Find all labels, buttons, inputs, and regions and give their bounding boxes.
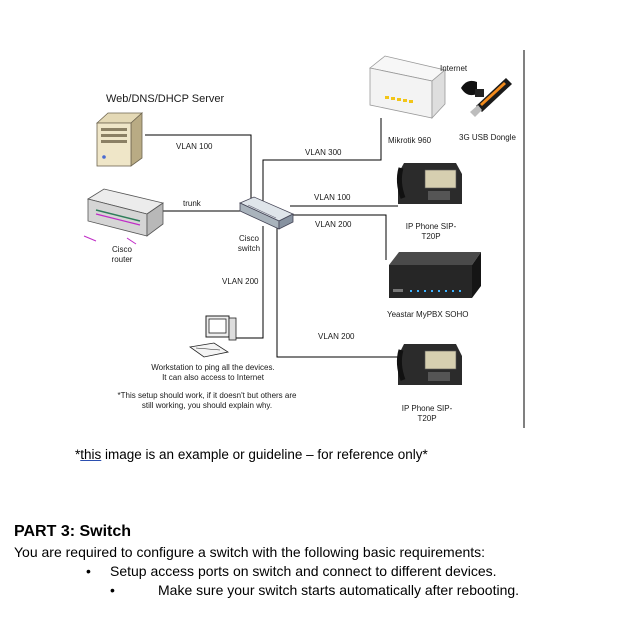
server-link xyxy=(145,134,252,203)
ip-phone-2-icon xyxy=(396,344,462,385)
usb-dongle-icon xyxy=(461,78,512,117)
trunk-label: trunk xyxy=(183,199,201,208)
workstation-label-2: It can also access to Internet xyxy=(162,373,264,382)
bullet-text-2: Make sure your switch starts automatical… xyxy=(158,582,520,598)
mikrotik-label: Mikrotik 960 xyxy=(388,136,432,145)
cisco-router-label-1: Cisco xyxy=(111,245,132,254)
phone2-link xyxy=(276,226,400,358)
server-icon xyxy=(95,112,144,167)
pbx-device-icon xyxy=(389,252,481,298)
bullet-item-2: • Make sure your switch starts automatica… xyxy=(110,582,519,598)
vlan100-server-label: VLAN 100 xyxy=(176,142,213,151)
vlan100-phone-label: VLAN 100 xyxy=(314,193,351,202)
vlan200-workstation-label: VLAN 200 xyxy=(222,277,259,286)
cisco-router-icon xyxy=(83,188,164,245)
phone1-label-1: IP Phone SIP- xyxy=(405,222,457,231)
bullet-dot-icon: • xyxy=(86,563,91,579)
workstation-icon xyxy=(188,315,237,358)
cisco-router-label-2: router xyxy=(111,255,133,264)
network-diagram xyxy=(83,50,525,428)
workstation-label-1: Workstation to ping all the devices. xyxy=(151,363,275,372)
mikrotik-link xyxy=(262,118,382,203)
bullet-dot-icon: • xyxy=(110,582,115,598)
cisco-switch-label-1: Cisco xyxy=(238,234,259,243)
note-label-1: *This setup should work, if it doesn't b… xyxy=(117,391,297,400)
vlan200-pbx-label: VLAN 200 xyxy=(315,220,352,229)
pbx-link xyxy=(291,214,387,260)
cisco-switch-label-2: switch xyxy=(237,244,261,253)
caption-prefix: * xyxy=(75,447,81,462)
server-title: Web/DNS/DHCP Server xyxy=(106,93,225,105)
vlan200-phone2-label: VLAN 200 xyxy=(318,332,355,341)
cisco-switch-icon xyxy=(239,196,294,230)
caption-underlined-word: this xyxy=(80,447,102,462)
phone2-label-1: IP Phone SIP- xyxy=(401,404,453,413)
internet-label: Internet xyxy=(440,64,468,73)
image-caption: *this image is an example or guideline –… xyxy=(75,447,428,462)
mikrotik-router-icon xyxy=(369,55,446,120)
connection-lines xyxy=(145,118,400,358)
section-intro: You are required to configure a switch w… xyxy=(14,544,486,560)
pbx-label: Yeastar MyPBX SOHO xyxy=(387,310,469,319)
bullet-text-1: Setup access ports on switch and connect… xyxy=(110,563,497,579)
dongle-label: 3G USB Dongle xyxy=(459,133,516,142)
bullet-item-1: • Setup access ports on switch and connec… xyxy=(86,563,497,579)
ip-phone-1-icon xyxy=(396,163,462,204)
workstation-link xyxy=(234,226,264,339)
section-heading: PART 3: Switch xyxy=(14,523,132,540)
caption-rest: image is an example or guideline – for r… xyxy=(101,447,428,462)
vlan300-label: VLAN 300 xyxy=(305,148,342,157)
phone2-label-2: T20P xyxy=(417,414,437,423)
note-label-2: still working, you should explain why. xyxy=(141,401,273,410)
phone1-label-2: T20P xyxy=(421,232,441,241)
